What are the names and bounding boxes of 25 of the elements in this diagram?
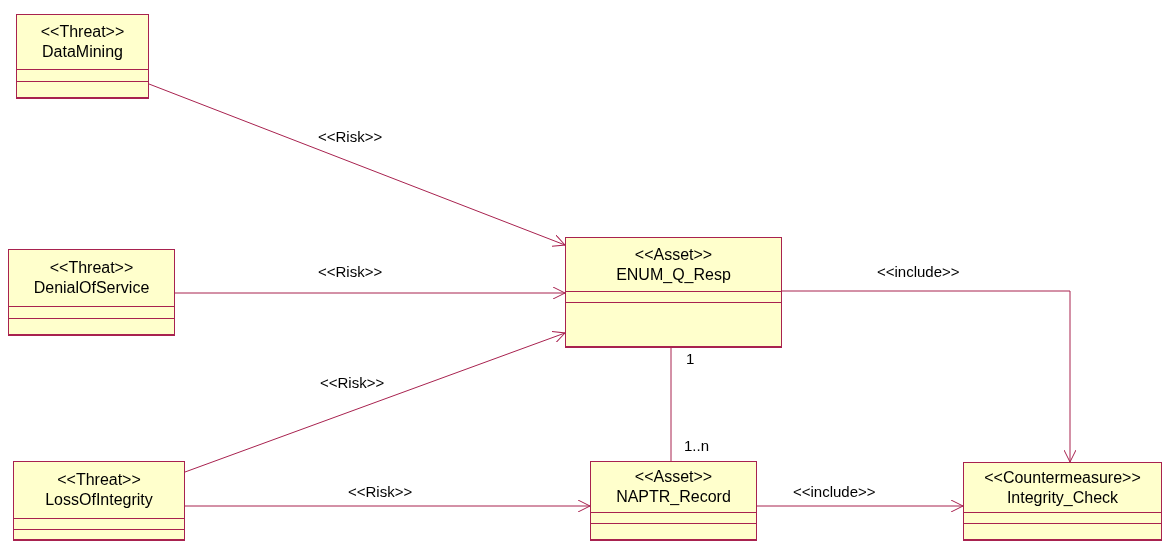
class-name: ENUM_Q_Resp	[616, 264, 731, 285]
association-line	[670, 347, 672, 462]
stereotype-label: <<Asset>>	[634, 244, 713, 265]
arrow	[184, 331, 566, 473]
stereotype-label: <<Threat>>	[57, 470, 141, 490]
class-box	[8, 249, 175, 336]
arrow	[174, 286, 566, 300]
class-name: DenialOfService	[33, 278, 150, 298]
arrow	[184, 499, 591, 513]
class-box	[16, 14, 149, 99]
stereotype-label: <<Asset>>	[634, 467, 713, 487]
class-name: NAPTR_Record	[616, 487, 731, 507]
arrow	[781, 290, 1077, 463]
arrow	[148, 83, 566, 247]
class-box	[963, 462, 1162, 541]
class-name: DataMining	[42, 42, 123, 62]
class-box	[565, 237, 782, 348]
class-box	[590, 461, 757, 541]
class-name: Integrity_Check	[1006, 487, 1119, 508]
arrow	[756, 499, 964, 513]
stereotype-label: <<Threat>>	[40, 22, 125, 42]
stereotype-label: <<Threat>>	[49, 258, 134, 278]
class-box	[13, 461, 185, 541]
stereotype-label: <<Countermeasure>>	[984, 467, 1141, 488]
class-name: LossOfIntegrity	[45, 490, 153, 510]
